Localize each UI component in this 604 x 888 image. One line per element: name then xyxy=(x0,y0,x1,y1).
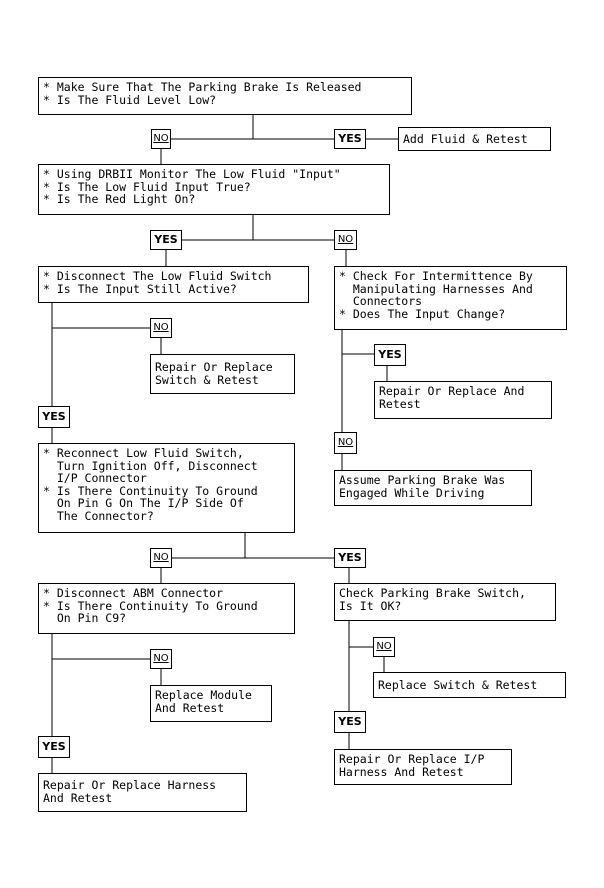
yes-label: YES xyxy=(374,344,406,366)
question-fluid-level: * Make Sure That The Parking Brake Is Re… xyxy=(38,77,412,115)
no-label: NO xyxy=(151,129,171,149)
question-intermittence: * Check For Intermittence By Manipulatin… xyxy=(334,266,567,330)
yes-label: YES xyxy=(38,406,70,428)
repair-switch-box: Repair Or Replace Switch & Retest xyxy=(150,354,295,394)
replace-module-box: Replace Module And Retest xyxy=(150,685,272,722)
repair-and-retest-box: Repair Or Replace And Retest xyxy=(374,381,552,419)
no-label: NO xyxy=(150,318,172,338)
yes-label: YES xyxy=(38,736,70,758)
question-disconnect-switch: * Disconnect The Low Fluid Switch * Is T… xyxy=(38,266,309,303)
no-label: NO xyxy=(334,432,357,454)
replace-switch-box: Replace Switch & Retest xyxy=(373,672,566,698)
yes-label: YES xyxy=(334,129,366,149)
no-label: NO xyxy=(150,649,172,669)
no-label: NO xyxy=(334,230,357,250)
yes-label: YES xyxy=(150,230,182,250)
question-parking-switch: Check Parking Brake Switch, Is It OK? xyxy=(334,583,556,621)
no-label: NO xyxy=(373,637,395,657)
repair-harness-box: Repair Or Replace Harness And Retest xyxy=(38,773,247,812)
add-fluid-box: Add Fluid & Retest xyxy=(398,127,551,151)
no-label: NO xyxy=(150,548,172,568)
repair-ip-harness-box: Repair Or Replace I/P Harness And Retest xyxy=(334,749,512,785)
question-reconnect-switch: * Reconnect Low Fluid Switch, Turn Ignit… xyxy=(38,443,295,533)
yes-label: YES xyxy=(334,711,366,733)
yes-label: YES xyxy=(334,548,366,568)
question-drbii-monitor: * Using DRBII Monitor The Low Fluid "Inp… xyxy=(38,164,390,215)
assume-parking-brake-box: Assume Parking Brake Was Engaged While D… xyxy=(334,470,532,506)
question-abm-connector: * Disconnect ABM Connector * Is There Co… xyxy=(38,583,295,634)
